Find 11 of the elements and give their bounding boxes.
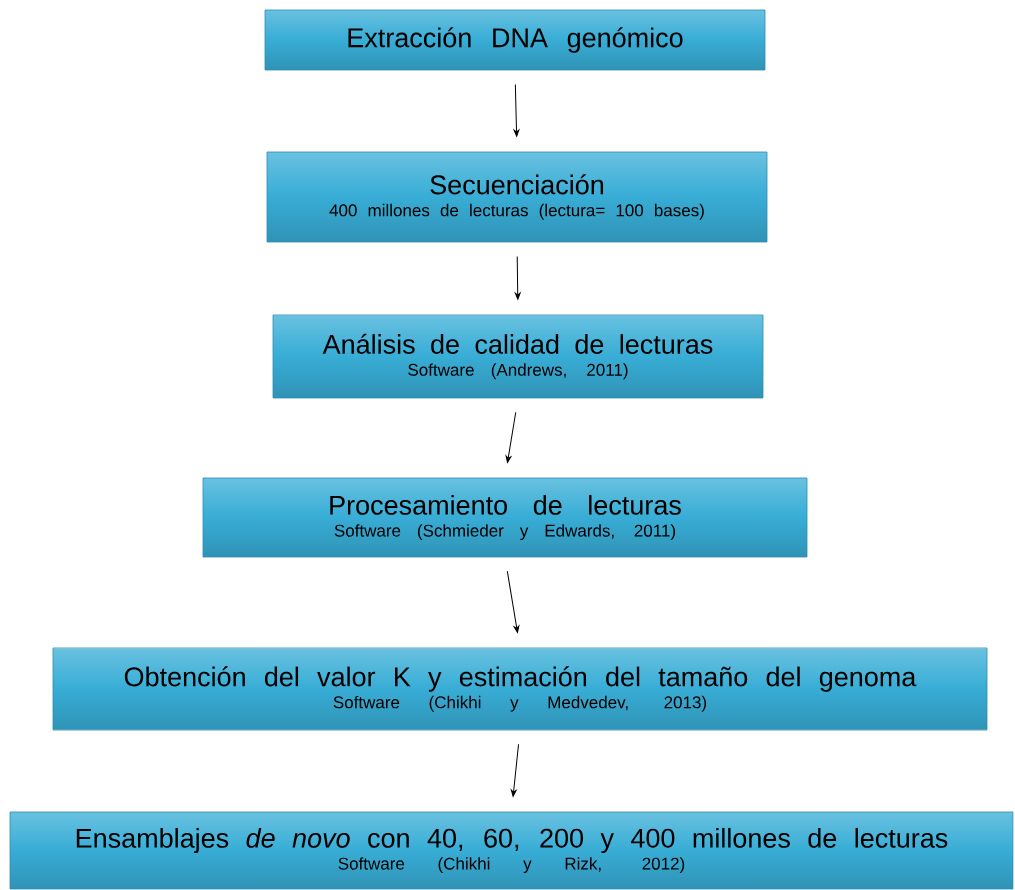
- arrow: [506, 570, 520, 633]
- arrow: [514, 255, 521, 300]
- arrow: [513, 83, 520, 137]
- process-box: Extracción DNA genómico: [264, 9, 766, 71]
- process-box: Ensamblajes de novo con 40, 60, 200 y 400 millones de lecturas Software (Chikhi y Rizk, 2012): [9, 811, 1014, 890]
- process-box: Obtención del valor K y estimación del tamaño del genoma Software (Chikhi y Medvedev, 2013): [52, 647, 988, 731]
- process-box: Secuenciación 400 millones de lecturas (lectura= 100 bases): [266, 151, 768, 243]
- process-box: Procesamiento de lecturas Software (Schmieder y Edwards, 2011): [202, 477, 808, 558]
- arrow: [510, 743, 520, 797]
- process-box: Análisis de calidad de lecturas Software (Andrews, 2011): [272, 314, 764, 399]
- arrow: [505, 411, 517, 463]
